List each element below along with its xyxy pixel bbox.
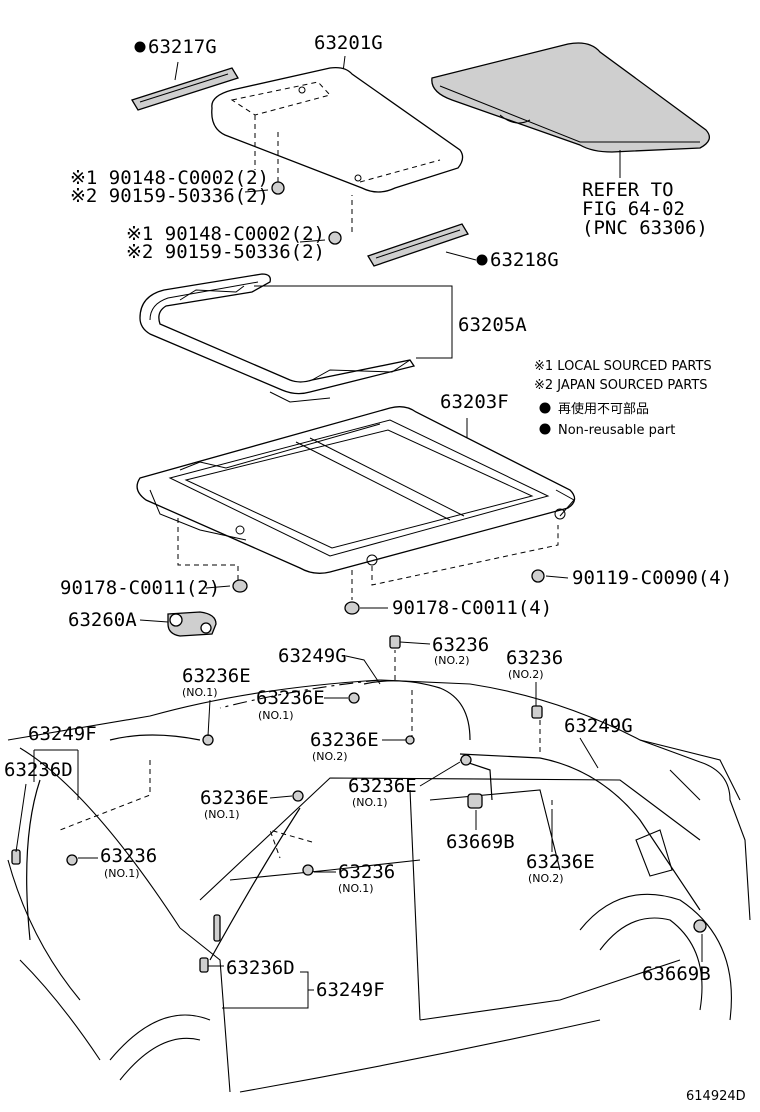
drain-hose-paths (26, 650, 701, 961)
label-63236E-f-sub: (NO.2) (528, 872, 564, 885)
label-63236E-c: 63236E (310, 729, 379, 751)
label-63236-top-sub: (NO.2) (434, 654, 470, 667)
label-63205A: 63205A (458, 314, 527, 336)
bolt-90119-icon (531, 569, 569, 583)
legend-dot-icon (539, 423, 551, 435)
legend-non-reusable-jp: 再使用不可部品 (558, 401, 649, 417)
label-63236E-c-sub: (NO.2) (312, 750, 348, 763)
label-90178-left: 90178-C0011(2) (60, 577, 220, 599)
label-63236-right-sub: (NO.2) (508, 668, 544, 681)
label-bolt-upper-1: ※1 90148-C0002(2) (70, 167, 269, 189)
label-63236E-b-sub: (NO.1) (258, 709, 294, 722)
legend-dot-icon (539, 402, 551, 414)
label-bolt-upper-2: ※2 90159-50336(2) (70, 185, 269, 207)
label-63236-mid-sub: (NO.1) (338, 882, 374, 895)
label-63249G-right: 63249G (564, 715, 633, 737)
vehicle-body-outline (7, 679, 751, 1093)
label-63669B-mid: 63669B (446, 831, 515, 853)
label-90119: 90119-C0090(4) (572, 567, 732, 589)
label-refer-pnc: (PNC 63306) (582, 217, 708, 239)
label-63236-mid: 63236 (338, 861, 395, 883)
label-63236E-a-sub: (NO.1) (182, 686, 218, 699)
trim-strip-63217G (131, 61, 239, 111)
clip-right-icon (344, 601, 388, 615)
label-refer-to: REFER TO (582, 179, 674, 201)
label-63236-left: 63236 (100, 845, 157, 867)
weatherstrip-63205A (139, 273, 416, 403)
label-63236D-bottom: 63236D (226, 957, 295, 979)
label-90178-right: 90178-C0011(4) (392, 597, 552, 619)
label-63236E-a: 63236E (182, 665, 251, 687)
hose-clip-icons (11, 635, 707, 973)
label-63249F-bottom: 63249F (316, 979, 385, 1001)
non-reusable-dot (476, 254, 488, 266)
label-63236E-d-sub: (NO.1) (204, 808, 240, 821)
label-63236E-e: 63236E (348, 775, 417, 797)
non-reusable-dot (134, 41, 146, 53)
label-63669B-right: 63669B (642, 963, 711, 985)
label-63236-top: 63236 (432, 634, 489, 656)
label-63236-right: 63236 (506, 647, 563, 669)
label-63260A: 63260A (68, 609, 137, 631)
label-63201G: 63201G (314, 32, 383, 54)
label-bolt-lower-2: ※2 90159-50336(2) (126, 241, 325, 263)
sunshade-panel-63201G (211, 66, 464, 193)
label-63218G: 63218G (490, 249, 559, 271)
label-63249G-top: 63249G (278, 645, 347, 667)
label-63236E-d: 63236E (200, 787, 269, 809)
figure-id: 614924D (686, 1089, 746, 1104)
label-63236D-top: 63236D (4, 759, 73, 781)
label-63236E-e-sub: (NO.1) (352, 796, 388, 809)
bolt-upper-icon (244, 130, 285, 195)
label-63249F-top: 63249F (28, 723, 97, 745)
label-63236E-f: 63236E (526, 851, 595, 873)
clip-left-icon (205, 579, 248, 593)
label-bolt-lower-1: ※1 90148-C0002(2) (126, 223, 325, 245)
sunroof-frame-63203F (136, 406, 576, 574)
roof-glass-reference (431, 42, 711, 153)
legend-local-sourced: ※1 LOCAL SOURCED PARTS (534, 359, 712, 374)
label-63217G: 63217G (148, 36, 217, 58)
bolt-lower-icon (299, 195, 353, 245)
label-63203F: 63203F (440, 391, 509, 413)
label-63236-left-sub: (NO.1) (104, 867, 140, 880)
trim-strip-63218G (367, 223, 469, 267)
label-63236E-b: 63236E (256, 687, 325, 709)
legend-non-reusable-en: Non-reusable part (558, 423, 675, 438)
legend-japan-sourced: ※2 JAPAN SOURCED PARTS (534, 378, 708, 393)
label-refer-fig: FIG 64-02 (582, 198, 685, 220)
motor-63260A (139, 611, 217, 637)
